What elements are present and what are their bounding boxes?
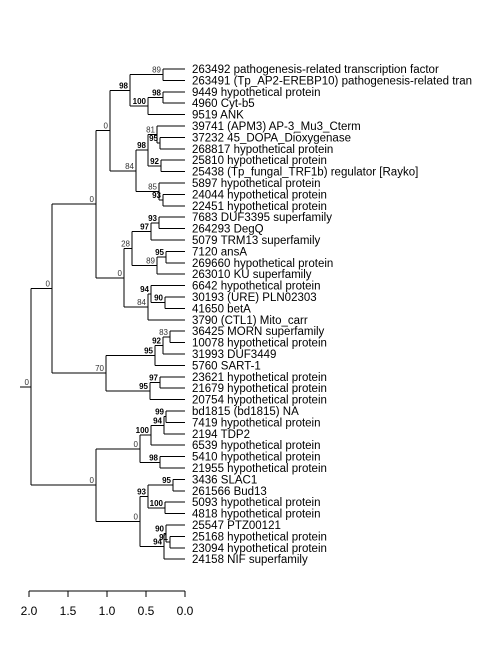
leaf-label: 36425 MORN superfamily (192, 326, 325, 338)
leaf-label: bd1815 (bd1815) NA (192, 406, 299, 418)
support-value: 97 (149, 374, 158, 383)
support-value: 95 (149, 134, 158, 143)
leaf-label: 25547 PTZ00121 (192, 520, 281, 532)
support-value: 93 (148, 214, 157, 223)
leaf-label: 24044 hypothetical protein (192, 189, 327, 201)
axis-tick-label: 2.0 (21, 604, 38, 618)
support-value: 0 (134, 512, 139, 521)
support-value: 95 (162, 476, 171, 485)
leaf-label: 261566 Bud13 (192, 486, 267, 498)
axis-tick-label: 1.0 (99, 604, 116, 618)
support-value: 90 (155, 525, 164, 534)
support-value: 97 (140, 222, 149, 231)
support-value: 89 (152, 66, 161, 75)
support-value: 95 (155, 248, 164, 257)
leaf-label: 269660 hypothetical protein (192, 258, 333, 270)
leaf-label: 10078 hypothetical protein (192, 338, 327, 350)
support-value: 0 (104, 122, 109, 131)
support-value: 92 (150, 157, 159, 166)
support-value: 81 (146, 126, 155, 135)
leaf-label: 263491 (Tp_AP2-EREBP10) pathogenesis-rel… (192, 75, 472, 87)
support-value: 98 (137, 141, 146, 150)
leaf-label: 23094 hypothetical protein (192, 543, 327, 555)
support-value: 94 (153, 537, 162, 546)
support-value: 70 (95, 364, 104, 373)
support-value: 93 (137, 488, 146, 497)
leaf-label: 7120 ansA (192, 246, 247, 258)
leaf-label: 31993 DUF3449 (192, 349, 276, 361)
support-value: 98 (149, 453, 158, 462)
leaf-label: 20754 hypothetical protein (192, 395, 327, 407)
support-value: 93 (152, 191, 161, 200)
leaf-label: 263492 pathogenesis-related transcriptio… (192, 64, 439, 76)
leaf-label: 25810 hypothetical protein (192, 155, 327, 167)
support-value: 0 (90, 195, 95, 204)
support-value: 0 (90, 476, 95, 485)
leaf-label: 9449 hypothetical protein (192, 87, 321, 99)
scale-axis: 2.0 1.5 1.0 0.5 0.0 (21, 590, 194, 618)
support-value: 94 (140, 285, 149, 294)
leaf-label: 264293 DegQ (192, 224, 264, 236)
support-value: 95 (144, 346, 153, 355)
support-value: 100 (133, 97, 147, 106)
support-value: 0 (118, 269, 123, 278)
support-value: 84 (125, 162, 134, 171)
support-value: 100 (136, 426, 150, 435)
leaf-label: 37232 45_DOPA_Dioxygenase (192, 132, 351, 144)
leaf-label: 41650 betA (192, 303, 251, 315)
leaf-label: 7683 DUF3395 superfamily (192, 212, 332, 224)
support-values: 8998100989581929893858409397958928909484… (25, 66, 172, 547)
leaf-label: 25438 (Tp_fungal_TRF1b) regulator [Rayko… (192, 167, 418, 179)
leaf-label: 5410 hypothetical protein (192, 452, 321, 464)
leaf-label: 22451 hypothetical protein (192, 201, 327, 213)
leaf-label: 39741 (APM3) AP-3_Mu3_Cterm (192, 121, 361, 133)
support-value: 84 (137, 298, 146, 307)
leaf-label: 4960 Cyt-b5 (192, 98, 255, 110)
leaf-label: 5079 TRM13 superfamily (192, 235, 321, 247)
leaf-label: 24158 NIF superfamily (192, 554, 308, 566)
support-value: 89 (146, 257, 155, 266)
support-value: 0 (25, 378, 30, 387)
support-value: 85 (148, 183, 157, 192)
leaf-label: 263010 KU superfamily (192, 269, 312, 281)
leaf-label: 30193 (URE) PLN02303 (192, 292, 317, 304)
support-value: 91 (159, 533, 168, 542)
tree-branches (20, 68, 185, 560)
support-value: 94 (153, 416, 162, 425)
support-value: 95 (139, 382, 148, 391)
support-value: 99 (155, 408, 164, 417)
leaf-label: 6642 hypothetical protein (192, 281, 321, 293)
leaf-label: 3436 SLAC1 (192, 474, 257, 486)
support-value: 98 (119, 81, 128, 90)
leaf-label: 7419 hypothetical protein (192, 417, 321, 429)
leaf-label: 4818 hypothetical protein (192, 509, 321, 521)
leaf-label: 9519 ANK (192, 110, 244, 122)
support-value: 90 (154, 294, 163, 303)
support-value: 83 (159, 328, 168, 337)
leaf-label: 23621 hypothetical protein (192, 372, 327, 384)
leaf-label: 268817 hypothetical protein (192, 144, 333, 156)
support-value: 100 (150, 499, 164, 508)
leaf-label: 5897 hypothetical protein (192, 178, 321, 190)
support-value: 0 (46, 280, 51, 289)
leaf-label: 3790 (CTL1) Mito_carr (192, 315, 308, 327)
axis-tick-label: 0.0 (177, 604, 194, 618)
leaf-label: 25168 hypothetical protein (192, 531, 327, 543)
support-value: 28 (121, 240, 130, 249)
leaf-label: 6539 hypothetical protein (192, 440, 321, 452)
leaf-label: 21679 hypothetical protein (192, 383, 327, 395)
axis-tick-label: 0.5 (138, 604, 155, 618)
support-value: 0 (134, 440, 139, 449)
leaf-label: 5093 hypothetical protein (192, 497, 321, 509)
leaf-labels: 263492 pathogenesis-related transcriptio… (192, 64, 472, 566)
axis-tick-label: 1.5 (60, 604, 77, 618)
support-value: 92 (152, 336, 161, 345)
leaf-label: 5760 SART-1 (192, 360, 261, 372)
leaf-label: 21955 hypothetical protein (192, 463, 327, 475)
support-value: 98 (152, 89, 161, 98)
leaf-label: 2194 TDP2 (192, 429, 250, 441)
